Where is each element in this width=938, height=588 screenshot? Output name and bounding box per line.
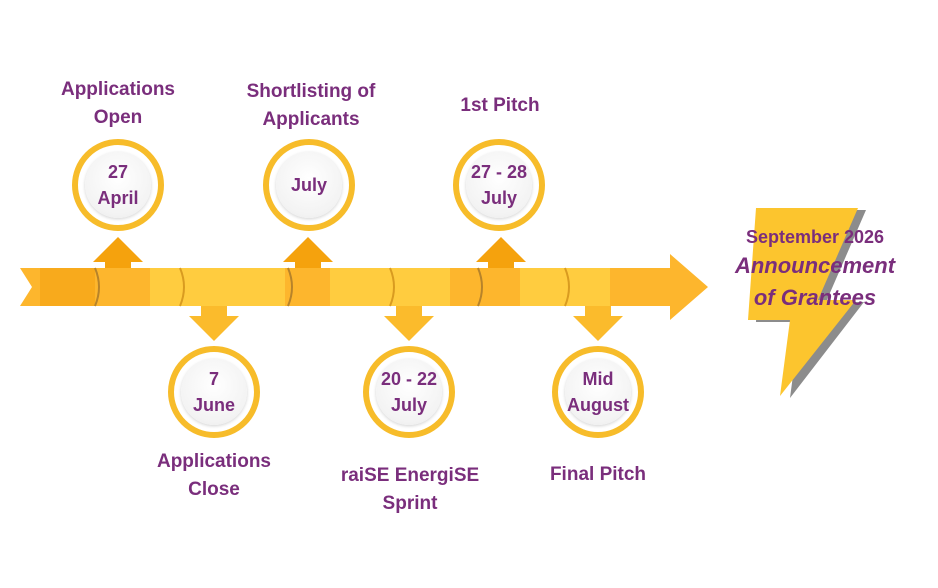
timeline-band-segment <box>520 268 610 306</box>
milestone-4-label-line1: raiSE EnergiSE <box>340 465 480 486</box>
milestone-5-label: 1st Pitch <box>420 92 580 120</box>
milestone-3-date-line1: July <box>290 175 328 195</box>
milestone-3-label: Shortlisting of Applicants <box>211 78 411 134</box>
milestone-3-label-line2: Applicants <box>262 109 360 130</box>
milestone-5-date-line1: 27 - 28 <box>470 162 528 182</box>
milestone-1-label-line2: Open <box>93 107 143 128</box>
milestone-2-date-line2: June <box>192 395 235 415</box>
milestone-4-label-line2: Sprint <box>382 493 438 514</box>
timeline-fold <box>389 267 395 307</box>
milestone-2-date-circle: 7 June <box>168 346 260 438</box>
milestone-2-date-line1: 7 <box>208 369 219 389</box>
milestone-1-label: Applications Open <box>28 76 208 132</box>
up-arrow-1 <box>93 237 143 268</box>
timeline-fold <box>94 267 100 307</box>
milestone-1-date-line1: 27 <box>107 162 129 182</box>
milestone-6-date-line1: Mid <box>582 369 614 389</box>
down-arrow-2 <box>189 306 239 341</box>
milestone-6-date-circle: Mid August <box>552 346 644 438</box>
milestone-3-label-line1: Shortlisting of <box>246 81 376 102</box>
final-event-date: September 2026 <box>745 227 885 247</box>
milestone-3-date-circle: July <box>263 139 355 231</box>
final-event-title-line2: of Grantees <box>753 285 877 310</box>
down-arrow-4 <box>384 306 434 341</box>
down-arrow-6 <box>573 306 623 341</box>
milestone-5-label-line1: 1st Pitch <box>460 95 540 116</box>
milestone-5-date-line2: July <box>480 188 518 208</box>
milestone-2-label-line1: Applications <box>156 451 271 472</box>
timeline-fold <box>477 267 483 307</box>
milestone-6-date-line2: August <box>567 395 629 415</box>
lightning-bolt <box>748 208 858 396</box>
up-arrow-3 <box>283 237 333 268</box>
timeline-band-segment <box>330 268 450 306</box>
milestone-4-date-line1: 20 - 22 <box>380 369 438 389</box>
milestone-6-label: Final Pitch <box>518 461 678 489</box>
final-event: September 2026 Announcement of Grantees <box>712 224 918 314</box>
milestone-2-label: Applications Close <box>124 448 304 504</box>
timeline-band-segment <box>150 268 285 306</box>
final-event-title-line1: Announcement <box>734 253 896 278</box>
milestone-1-label-line1: Applications <box>60 79 175 100</box>
up-arrow-5 <box>476 237 526 268</box>
milestone-4-label: raiSE EnergiSE Sprint <box>310 462 510 518</box>
timeline-band-segment <box>40 268 95 306</box>
milestone-5-date-circle: 27 - 28 July <box>453 139 545 231</box>
milestone-6-label-line1: Final Pitch <box>549 464 647 485</box>
milestone-1-date-line2: April <box>97 188 139 208</box>
timeline-fold <box>287 267 293 307</box>
milestone-4-date-circle: 20 - 22 July <box>363 346 455 438</box>
milestone-4-date-line2: July <box>390 395 428 415</box>
timeline-fold <box>179 267 185 307</box>
milestone-2-label-line2: Close <box>188 479 240 500</box>
timeline-fold <box>564 267 570 307</box>
milestone-1-date-circle: 27 April <box>72 139 164 231</box>
